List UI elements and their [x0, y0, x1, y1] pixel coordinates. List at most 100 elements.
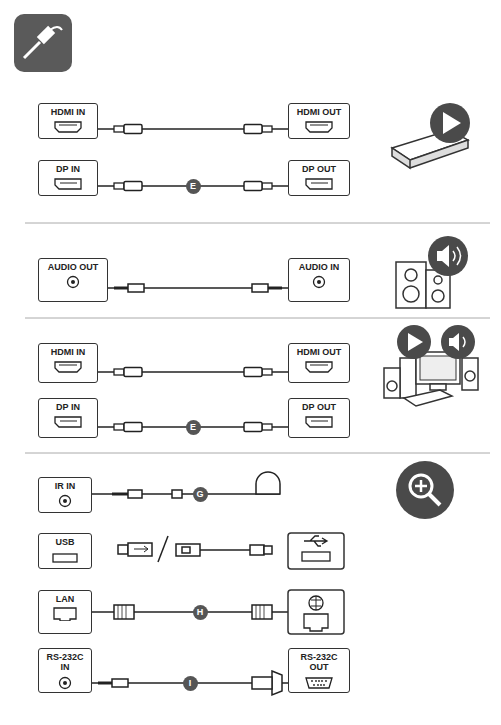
sound-badge [428, 236, 468, 276]
port-label: DP IN [42, 164, 94, 174]
plug-ribs [256, 605, 264, 619]
port-label: DP OUT [292, 164, 346, 174]
port-glyph [58, 275, 88, 289]
dsub-hood [252, 677, 272, 689]
plug [114, 125, 142, 134]
plug [252, 284, 282, 292]
port-glyph [50, 607, 80, 621]
speaker-box [396, 262, 426, 308]
lan-port-box [288, 590, 344, 634]
ferrite [172, 490, 182, 498]
plug-body [244, 368, 262, 377]
port-label: DP OUT [292, 402, 346, 412]
plug-tip [262, 183, 272, 189]
port-box: DP IN [38, 398, 98, 438]
rj45-plug [114, 605, 134, 619]
plug-body [252, 284, 268, 292]
dsub-plug [272, 671, 282, 695]
port-label: RS-232C IN [42, 652, 88, 673]
plug [114, 284, 144, 292]
plug-ribs [118, 605, 126, 619]
plug [244, 182, 272, 191]
screen [420, 356, 456, 380]
lan-cable [92, 605, 288, 619]
plug [244, 423, 272, 432]
port-box: RS-232C IN [38, 648, 92, 693]
plug-body [128, 284, 144, 292]
plug-body [244, 423, 262, 432]
rj45-plug [252, 605, 272, 619]
plug [252, 671, 282, 695]
plug-tip [112, 493, 128, 496]
sound-symbol [449, 333, 459, 351]
port-label: AUDIO IN [292, 262, 346, 272]
callout-letter: G [193, 487, 208, 502]
network-symbol [309, 596, 323, 610]
play-triangle [443, 112, 461, 134]
port-glyph [304, 120, 334, 134]
sound-waves [453, 247, 461, 265]
speaker-cone [434, 276, 442, 284]
speaker-icon [396, 236, 468, 308]
usb-symbol [304, 536, 327, 546]
plug-tip [114, 287, 128, 290]
port-box: LAN [38, 590, 92, 634]
port-box [288, 590, 344, 634]
port-label: HDMI OUT [292, 107, 346, 117]
plug-tip [262, 126, 272, 132]
wire [200, 549, 250, 551]
port-box [288, 533, 344, 569]
callout-letter: E [186, 179, 201, 194]
port-box: HDMI OUT [288, 343, 350, 383]
port-label: HDMI IN [42, 347, 94, 357]
lan-port [304, 614, 328, 631]
port-box: IR IN [38, 477, 92, 513]
network-symbol [311, 596, 321, 610]
port-glyph [304, 415, 334, 429]
divider [25, 318, 490, 319]
callout-letter: H [193, 605, 208, 620]
port-label: HDMI OUT [292, 347, 346, 357]
plug [244, 368, 272, 377]
plug-body [244, 125, 262, 134]
cable [108, 284, 288, 292]
sound-symbol [437, 245, 449, 267]
port-glyph [53, 177, 83, 191]
divider [25, 223, 490, 224]
port-box: DP OUT [288, 398, 350, 438]
plug-body [124, 423, 142, 432]
plug [114, 423, 142, 432]
usb-cable [118, 536, 272, 562]
port-glyph [304, 360, 334, 374]
port-box: RS-232C OUT [288, 648, 350, 693]
play-badge [397, 325, 431, 359]
cable [98, 125, 288, 134]
port-label: IR IN [42, 481, 88, 491]
usb-port [302, 552, 330, 561]
icon-wire [50, 27, 62, 30]
cable-icon [14, 14, 72, 72]
plug-tip [114, 126, 124, 132]
plug [128, 490, 142, 498]
port-label: LAN [42, 594, 88, 604]
port-label: RS-232C OUT [292, 652, 346, 673]
pc-tower [400, 358, 416, 398]
slash [158, 536, 168, 562]
port-label: DP IN [42, 402, 94, 412]
player-body [404, 390, 452, 406]
ir-receiver [256, 472, 280, 494]
plus [415, 480, 427, 492]
divider [25, 453, 490, 454]
play-badge [430, 103, 470, 143]
plug-tip [98, 682, 112, 685]
handle [429, 494, 440, 505]
player-icon [392, 103, 470, 168]
magnifier-icon [396, 461, 454, 519]
plug-tip [114, 183, 124, 189]
plug-tip [262, 424, 272, 430]
speaker-box [462, 358, 478, 390]
port-box: USB [38, 533, 92, 569]
cable [92, 671, 288, 695]
port-box: DP IN [38, 160, 98, 196]
